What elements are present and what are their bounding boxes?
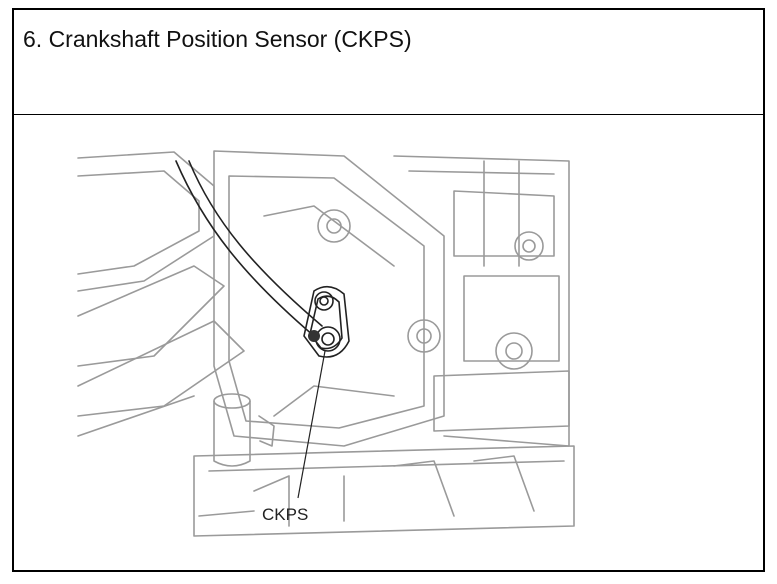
title-bar: 6. Crankshaft Position Sensor (CKPS) bbox=[14, 10, 763, 115]
page-title: 6. Crankshaft Position Sensor (CKPS) bbox=[23, 26, 412, 52]
connector-plug bbox=[308, 330, 320, 342]
engine-illustration: CKPS bbox=[77, 150, 575, 537]
sensor-wire bbox=[175, 160, 323, 337]
ckps-sensor bbox=[303, 285, 350, 358]
engine-diagram: CKPS bbox=[14, 116, 763, 570]
callout-line bbox=[297, 350, 326, 499]
engine-block-linework bbox=[77, 150, 575, 537]
manual-frame: 6. Crankshaft Position Sensor (CKPS) bbox=[12, 8, 765, 572]
ckps-callout-label: CKPS bbox=[262, 505, 308, 524]
